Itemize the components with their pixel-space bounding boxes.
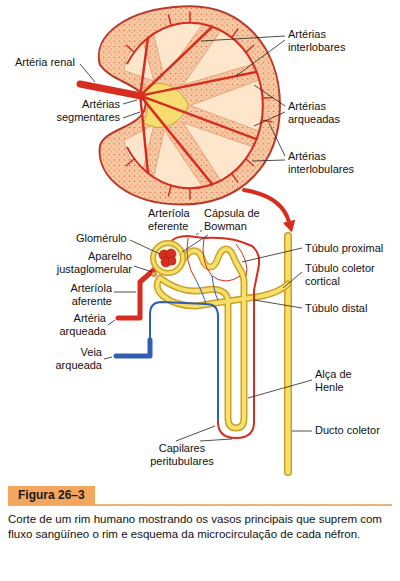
juxtaglomerular-apparatus bbox=[152, 272, 157, 277]
figure-tag: Figura 26–3 bbox=[8, 486, 95, 505]
figure-caption: Corte de um rim humano mostrando os vaso… bbox=[8, 512, 392, 542]
interlobular-arteries bbox=[126, 12, 272, 199]
part-label: Capilares peritubulares bbox=[140, 442, 224, 468]
collecting-duct bbox=[286, 236, 291, 472]
tubule-outer bbox=[157, 249, 288, 428]
part-label: Aparelho justaglomerular bbox=[44, 250, 132, 276]
part-label: Túbulo distal bbox=[305, 302, 367, 315]
capillary-network-venous bbox=[196, 276, 218, 304]
part-label: Artéria arqueada bbox=[48, 312, 106, 338]
part-label: Glomérulo bbox=[76, 232, 127, 245]
figure-number: Figura 26–3 bbox=[18, 488, 85, 503]
glomerular-loop bbox=[168, 257, 176, 265]
tubule bbox=[157, 249, 288, 428]
part-label: Veia arqueada bbox=[50, 346, 102, 372]
bowman-capsule bbox=[153, 243, 183, 273]
glomerulus bbox=[159, 249, 176, 267]
part-label: Arteríola aferente bbox=[52, 282, 112, 308]
leader-lines bbox=[104, 230, 312, 441]
part-label: Artéria renal bbox=[15, 56, 75, 69]
capillary-network bbox=[187, 238, 247, 281]
arcuate-vein bbox=[116, 340, 150, 356]
zoom-arrowhead bbox=[284, 221, 294, 231]
collecting-duct-outer bbox=[284, 236, 292, 472]
bowman-capsule-outer bbox=[153, 243, 183, 273]
interlobar-arteries bbox=[140, 27, 256, 185]
part-label: Artérias arqueadas bbox=[288, 100, 372, 126]
arcuate-arteries bbox=[127, 23, 263, 189]
part-label: Artérias segmentares bbox=[50, 98, 120, 124]
vasa-recta-venous bbox=[150, 302, 218, 422]
part-label: Artérias interlobulares bbox=[288, 150, 372, 176]
part-label: Alça de Henle bbox=[315, 368, 361, 394]
part-label: Ducto coletor bbox=[315, 424, 380, 437]
renal-pyramid bbox=[190, 80, 264, 131]
renal-pyramid bbox=[124, 124, 154, 169]
renal-pyramid bbox=[154, 130, 203, 189]
renal-artery bbox=[80, 84, 141, 96]
part-label: Artérias interlobares bbox=[288, 28, 372, 54]
renal-pyramid bbox=[183, 123, 253, 181]
kidney-outline bbox=[99, 6, 280, 204]
renal-pyramids bbox=[124, 22, 264, 189]
part-label: Túbulo proximal bbox=[305, 242, 383, 255]
part-label: Arteríola eferente bbox=[148, 207, 200, 233]
part-label: Cápsula de Bowman bbox=[204, 207, 264, 233]
kidney-section bbox=[99, 6, 280, 204]
part-label: Túbulo coletor cortical bbox=[305, 262, 385, 288]
